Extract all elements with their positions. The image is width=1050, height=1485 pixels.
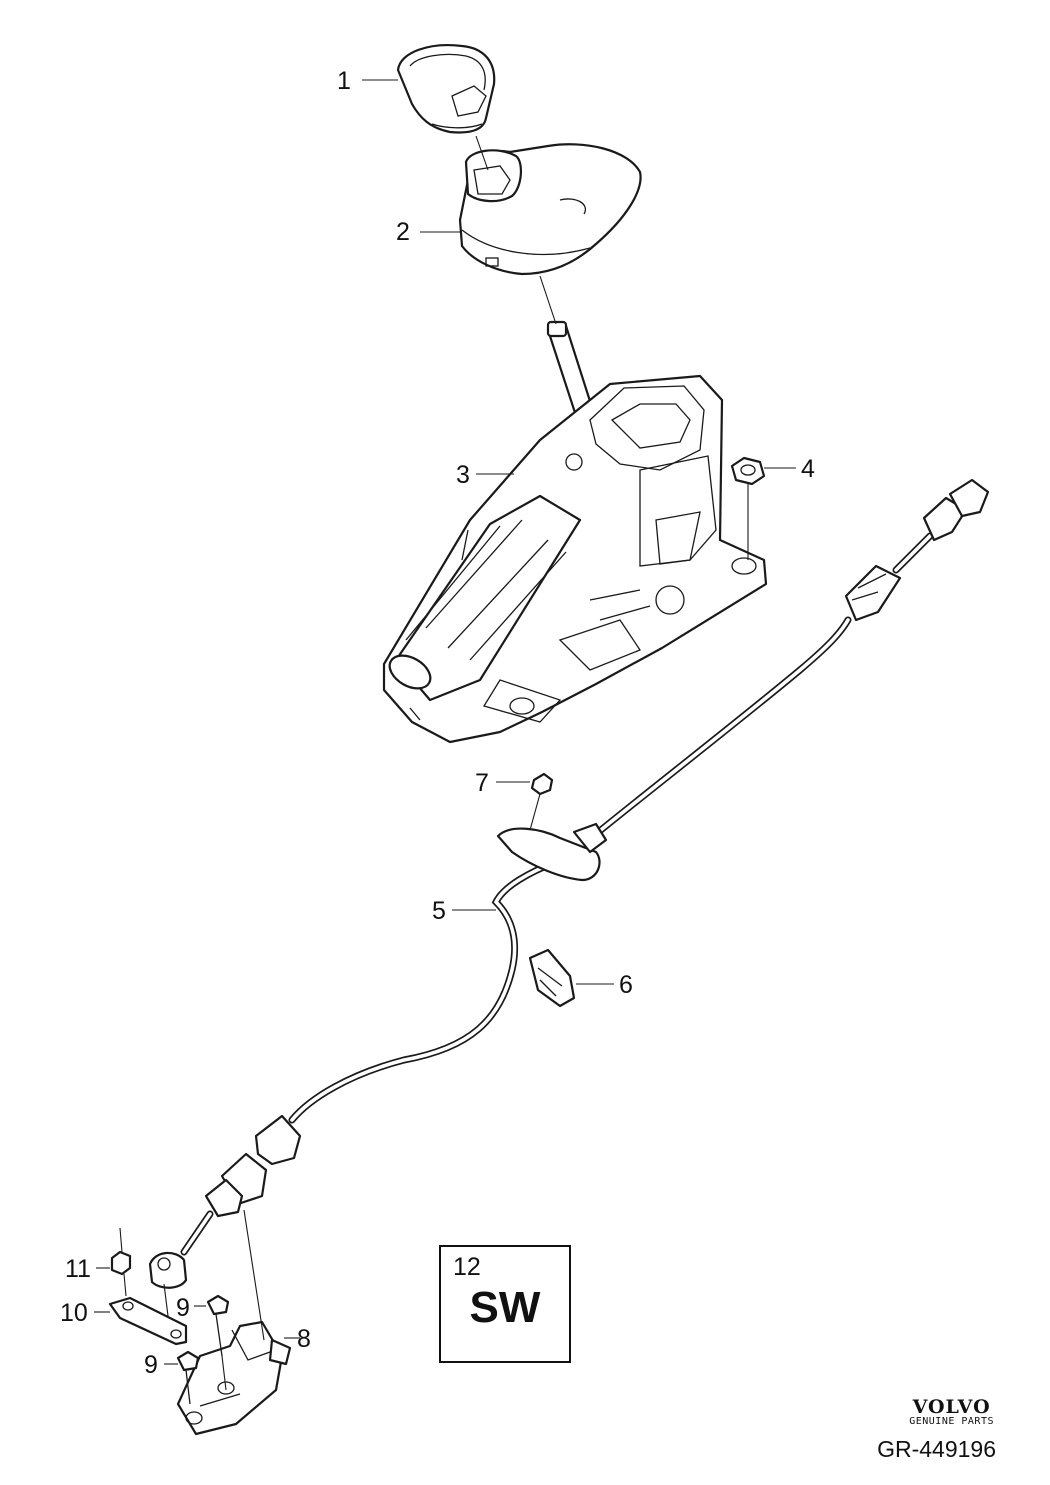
callout-labels: 1 2 3 4 5 6 7 8 9 9 10 11 (60, 67, 815, 1379)
callout-4: 4 (801, 455, 815, 483)
software-box-number: 12 (453, 1253, 481, 1281)
part-11-nut (110, 1227, 132, 1297)
callout-1: 1 (337, 67, 351, 95)
callout-9-upper: 9 (176, 1294, 190, 1322)
callout-2: 2 (396, 218, 410, 246)
callout-10: 10 (60, 1299, 88, 1327)
part-1-gear-knob (396, 44, 496, 134)
software-box: 12 SW (439, 1245, 571, 1363)
callout-8: 8 (297, 1325, 311, 1353)
diagram-reference: GR-449196 (877, 1436, 996, 1462)
callout-7: 7 (475, 769, 489, 797)
brand-name: VOLVO (912, 1396, 991, 1418)
part-5-shift-cable (148, 478, 990, 1333)
callout-11: 11 (65, 1255, 91, 1283)
part-3-selector-housing (382, 320, 768, 744)
software-box-code: SW (469, 1283, 541, 1332)
part-9-bolts (176, 1294, 230, 1405)
callout-3: 3 (456, 461, 470, 489)
part-8-bracket (176, 1209, 292, 1436)
leader-lines (94, 79, 796, 1365)
part-10-plate (108, 1296, 188, 1346)
part-2-shifter-boot (458, 143, 642, 276)
part-4-nut (730, 456, 766, 560)
volvo-logo: VOLVO GENUINE PARTS (909, 1396, 994, 1427)
part-7-small-nut (529, 772, 554, 831)
callout-9-lower: 9 (144, 1351, 158, 1379)
callout-6: 6 (619, 971, 633, 999)
part-6-clip (528, 948, 576, 1008)
brand-subtitle: GENUINE PARTS (909, 1416, 994, 1427)
callout-5: 5 (432, 897, 446, 925)
